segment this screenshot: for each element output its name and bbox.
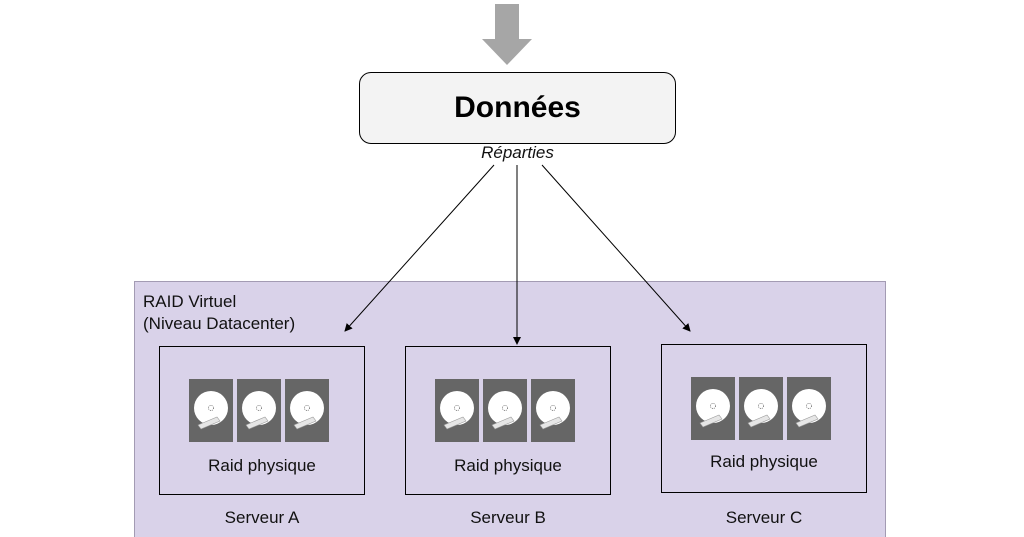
disk-platter: [792, 389, 826, 428]
server-c: Raid physique: [661, 344, 867, 493]
datacenter-title-line2: (Niveau Datacenter): [143, 314, 296, 333]
server-b: Raid physique: [405, 346, 611, 495]
datacenter-title-line1: RAID Virtuel: [143, 292, 237, 311]
raid-label: Raid physique: [710, 452, 818, 471]
hard-disk-icon: [435, 379, 479, 442]
disk-platter: [290, 391, 324, 430]
distribution-caption: Réparties: [481, 143, 554, 162]
raid-label: Raid physique: [454, 456, 562, 475]
disk-platter: [194, 391, 228, 430]
hard-disk-icon: [189, 379, 233, 442]
hard-disk-icon: [483, 379, 527, 442]
server-name: Serveur A: [224, 508, 300, 527]
disk-platter: [744, 389, 778, 428]
raid-label: Raid physique: [208, 456, 316, 475]
server-name: Serveur B: [470, 508, 546, 527]
hard-disk-icon: [691, 377, 735, 440]
disk-platter: [440, 391, 474, 430]
data-box: Données: [359, 72, 676, 144]
hard-disk-icon: [787, 377, 831, 440]
disk-platter: [536, 391, 570, 430]
disk-platter: [242, 391, 276, 430]
hard-disk-icon: [237, 379, 281, 442]
disk-platter: [696, 389, 730, 428]
hard-disk-icon: [531, 379, 575, 442]
disk-array: [189, 379, 329, 442]
disk-array: [435, 379, 575, 442]
disk-platter: [488, 391, 522, 430]
hard-disk-icon: [739, 377, 783, 440]
hard-disk-icon: [285, 379, 329, 442]
data-title: Données: [454, 91, 581, 124]
server-name: Serveur C: [725, 508, 803, 527]
server-a: Raid physique: [159, 346, 365, 495]
disk-array: [691, 377, 831, 440]
datacenter-title: RAID Virtuel (Niveau Datacenter): [143, 291, 295, 335]
arrow-down-icon: [482, 4, 532, 65]
